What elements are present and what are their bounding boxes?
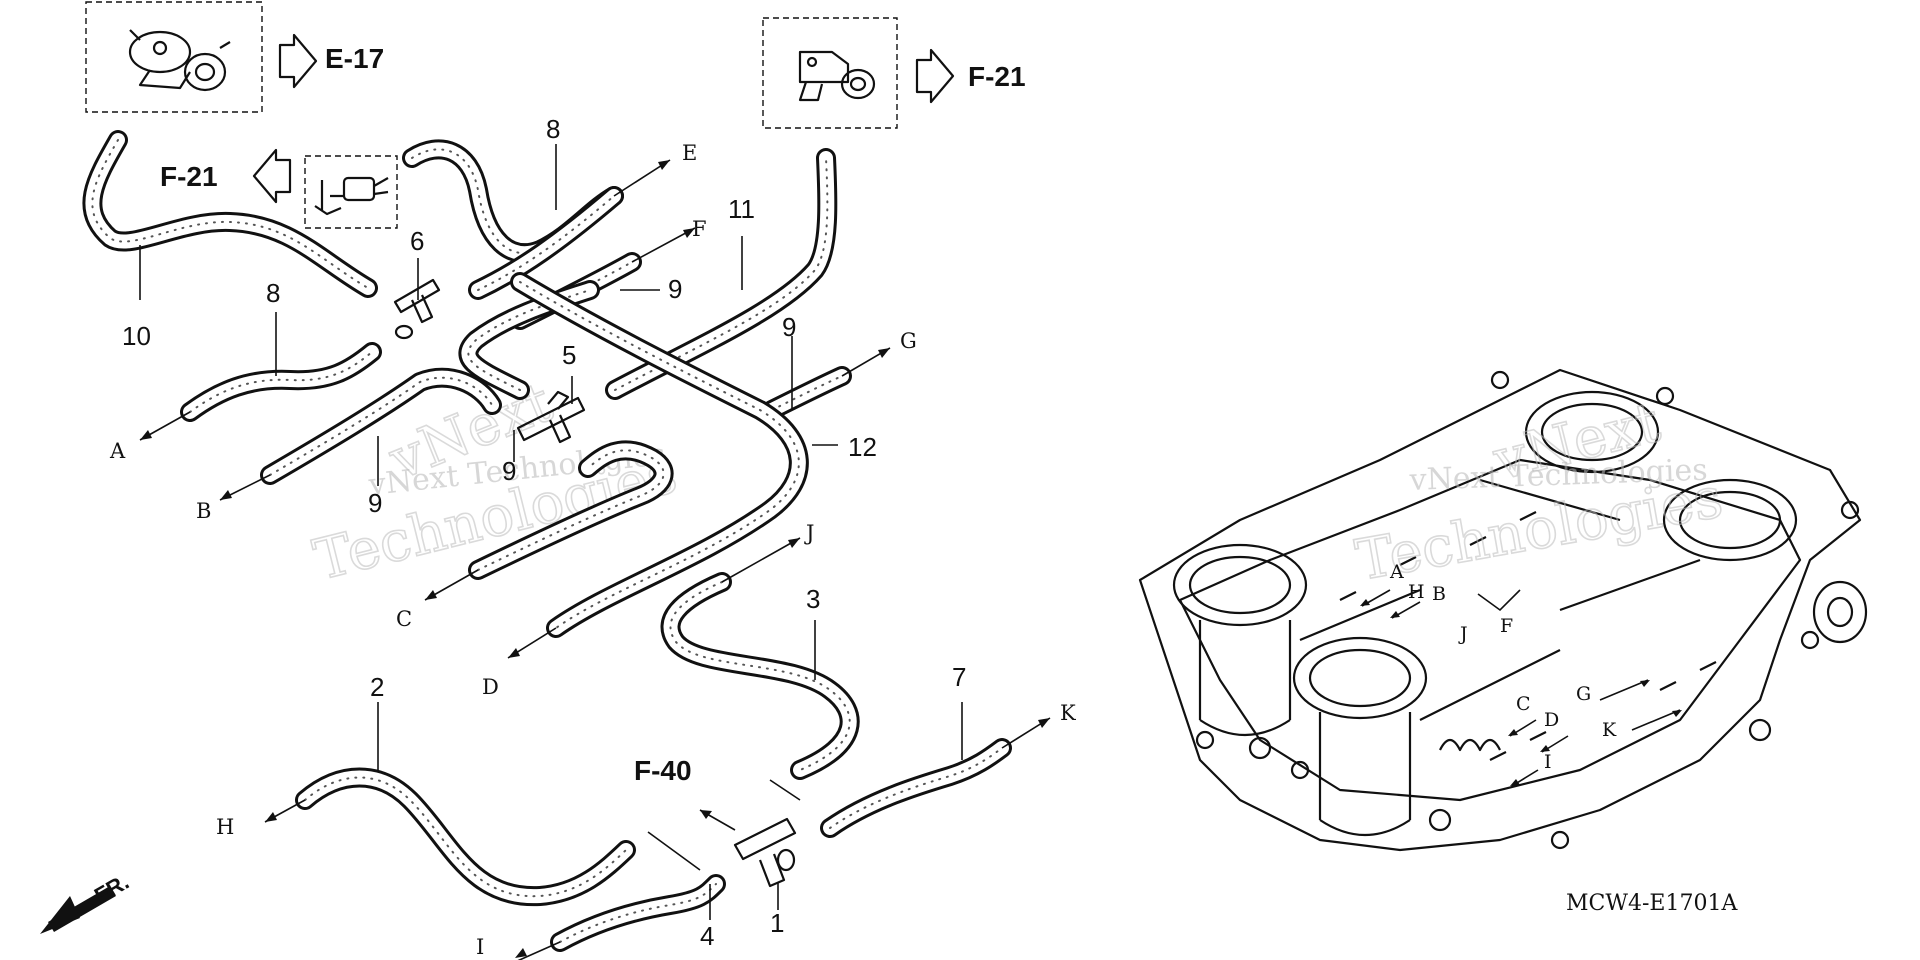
hose-11[interactable] <box>605 148 838 400</box>
hose-8-e[interactable] <box>402 139 624 300</box>
front-direction-arrow: FR. <box>40 869 133 934</box>
engine-label-h: H <box>1408 581 1425 603</box>
component-f21-top[interactable] <box>762 17 898 129</box>
component-e17[interactable] <box>85 1 263 113</box>
hose-end-d: D <box>482 675 499 699</box>
engine-label-b: B <box>1432 583 1446 605</box>
engine-label-k: K <box>1602 719 1617 741</box>
ref-arrow-e17[interactable]: E-17 <box>278 33 384 89</box>
part-number-8: 8 <box>266 278 280 308</box>
hose-end-e: E <box>682 141 697 165</box>
hose-2[interactable] <box>295 767 636 907</box>
hose-end-letters: A B C D E F G H I J K <box>109 141 1076 959</box>
hose-3[interactable] <box>660 572 860 780</box>
part-number-12: 12 <box>848 432 877 462</box>
hose-7[interactable] <box>820 738 1012 838</box>
part-numbers: 10 8 6 8 9 11 5 9 12 9 9 2 3 7 4 1 <box>122 114 966 951</box>
part-number-8: 8 <box>546 114 560 144</box>
hose-end-i: I <box>476 935 484 959</box>
part-number-10: 10 <box>122 321 151 351</box>
ref-arrow-f21-top[interactable]: F-21 <box>915 48 1026 104</box>
hose-end-k: K <box>1060 701 1076 725</box>
ref-label-f40[interactable]: F-40 <box>634 755 692 786</box>
engine-label-g: G <box>1576 683 1591 705</box>
hose-12[interactable] <box>510 272 809 638</box>
part-number-9: 9 <box>368 488 382 518</box>
ref-label-f21-top: F-21 <box>968 61 1026 92</box>
part-number-4: 4 <box>700 921 714 951</box>
hose-end-h: H <box>216 815 234 839</box>
throttle-body-assembly <box>1138 368 1868 852</box>
part-number-2: 2 <box>370 672 384 702</box>
engine-label-i: I <box>1544 751 1552 773</box>
hose-10[interactable] <box>82 130 378 298</box>
part-number-1: 1 <box>770 908 784 938</box>
hose-end-j: J <box>804 521 814 545</box>
part-number-9: 9 <box>502 456 516 486</box>
part-number-3: 3 <box>806 584 820 614</box>
ref-label-e17: E-17 <box>325 43 384 74</box>
hose-end-c: C <box>396 607 412 631</box>
engine-label-a: A <box>1389 561 1404 583</box>
hose-8-a[interactable] <box>180 342 382 422</box>
diagram-code: MCW4-E1701A <box>1566 891 1738 916</box>
component-f21-left[interactable] <box>304 155 398 229</box>
engine-letters: A H B J F C D G K I <box>1389 561 1617 773</box>
hose-end-g: G <box>900 329 917 353</box>
t-joint-1[interactable] <box>733 817 797 888</box>
engine-label-f: F <box>1500 615 1513 637</box>
t-joint-5[interactable] <box>516 390 586 444</box>
part-number-7: 7 <box>952 662 966 692</box>
leader-lines <box>139 144 963 920</box>
ref-label-f21-left: F-21 <box>160 161 218 192</box>
engine-label-d: D <box>1544 709 1559 731</box>
part-number-9: 9 <box>782 312 796 342</box>
ref-arrow-f21-left[interactable]: F-21 <box>160 148 292 204</box>
hose-9-g[interactable] <box>762 366 852 420</box>
part-number-5: 5 <box>562 340 576 370</box>
part-number-11: 11 <box>728 194 755 224</box>
hose-end-b: B <box>196 499 211 523</box>
engine-label-j: J <box>1458 623 1468 645</box>
part-number-6: 6 <box>410 226 424 256</box>
hose-9-b[interactable] <box>260 367 502 485</box>
hose-end-a: A <box>109 439 126 463</box>
watermark-right: vNext Technologies vNext Technologies <box>1350 389 1728 595</box>
t-joint-6[interactable] <box>393 278 441 340</box>
engine-leaders <box>1360 589 1682 787</box>
hose-4[interactable] <box>550 874 726 952</box>
hoses <box>82 130 1012 952</box>
engine-label-c: C <box>1516 693 1531 715</box>
hose-9-c[interactable] <box>468 440 674 580</box>
hose-end-f: F <box>692 217 707 241</box>
hose-end-arrows <box>139 159 1051 960</box>
part-number-9: 9 <box>668 274 682 304</box>
